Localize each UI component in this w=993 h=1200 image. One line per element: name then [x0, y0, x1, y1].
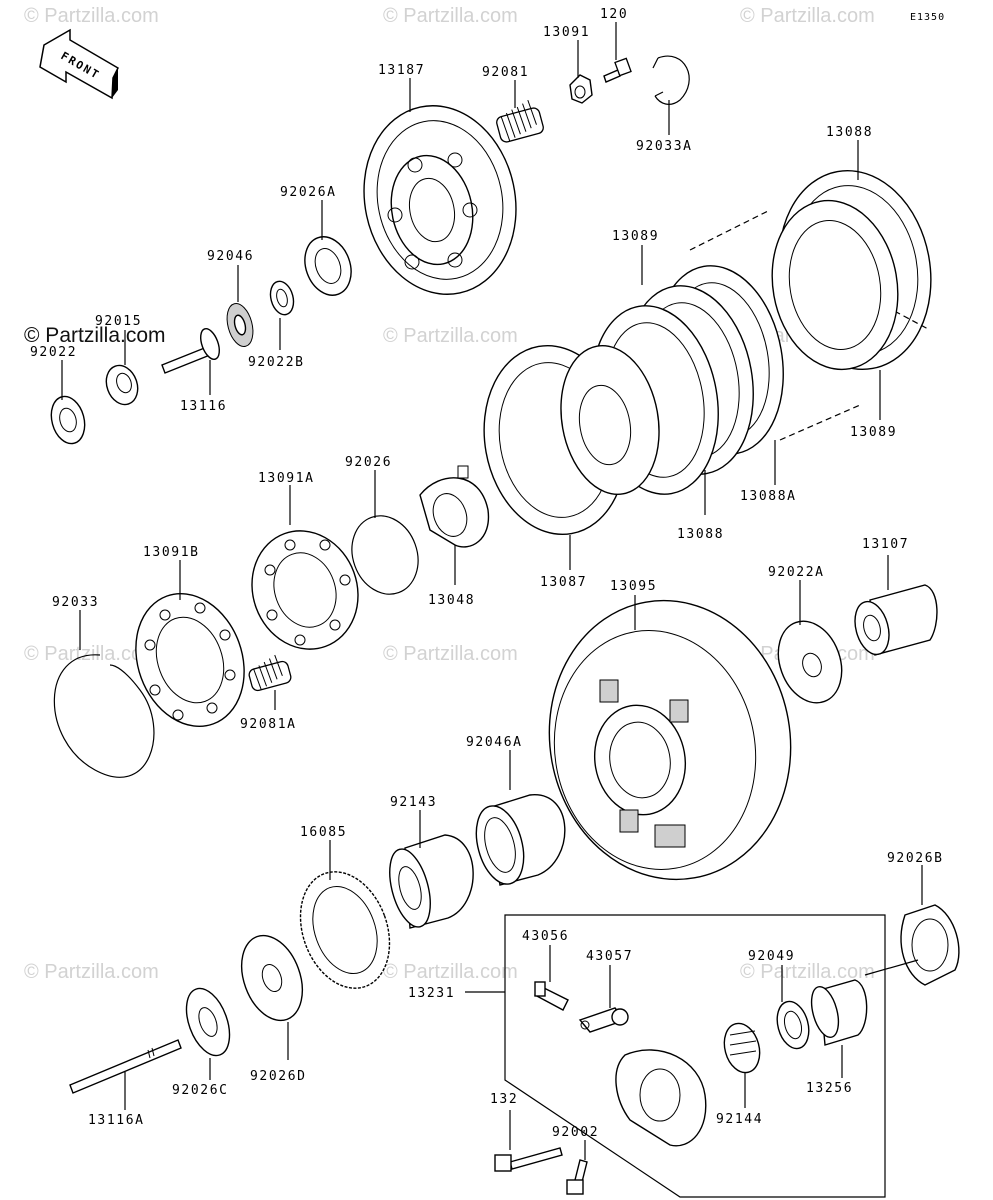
guide-13048: [419, 465, 490, 548]
label-92022: 92022: [30, 345, 77, 360]
label-13089-right: 13089: [850, 425, 897, 440]
label-13116: 13116: [180, 399, 227, 414]
label-92046A: 92046A: [466, 735, 523, 750]
rod-13116A: [69, 1039, 182, 1094]
label-13187: 13187: [378, 63, 425, 78]
washer-92026C: [185, 987, 231, 1057]
label-92026C: 92026C: [172, 1083, 229, 1098]
pressure-plate-13187: [363, 105, 517, 295]
watermarks: © Partzilla.com © Partzilla.com © Partzi…: [24, 5, 875, 983]
clutch-housing-13095: [548, 599, 792, 881]
label-13048: 13048: [428, 593, 475, 608]
assembly-box-13231: [504, 914, 886, 1198]
watermark: © Partzilla.com: [24, 5, 159, 27]
label-92026: 92026: [345, 455, 392, 470]
label-120: 120: [600, 7, 628, 22]
label-13087: 13087: [540, 575, 587, 590]
seal-92049: [776, 1000, 810, 1050]
plate-13091A: [251, 530, 359, 650]
label-92026B: 92026B: [887, 851, 944, 866]
gasket-92026B: [864, 904, 960, 986]
slave-cylinder-body: [615, 1049, 707, 1147]
label-92033A: 92033A: [636, 139, 693, 154]
label-43057: 43057: [586, 949, 633, 964]
label-13091B: 13091B: [143, 545, 200, 560]
circlip-92033A: [652, 55, 690, 105]
label-43056: 43056: [522, 929, 569, 944]
label-92046: 92046: [207, 249, 254, 264]
o-ring-92026: [351, 515, 419, 595]
label-92026D: 92026D: [250, 1069, 307, 1084]
watermark: © Partzilla.com: [383, 5, 518, 27]
label-92022A: 92022A: [768, 565, 825, 580]
bolt-132: [494, 1147, 563, 1172]
label-132: 132: [490, 1092, 518, 1107]
label-92049: 92049: [748, 949, 795, 964]
label-16085: 16085: [300, 825, 347, 840]
bolt-120: [603, 57, 632, 83]
label-13088-top: 13088: [826, 125, 873, 140]
boot-92144: [723, 1022, 761, 1074]
plate-13091B: [135, 592, 245, 728]
bleed-valve-43056: [534, 981, 569, 1011]
label-13231: 13231: [408, 986, 455, 1001]
label-92144: 92144: [716, 1112, 763, 1127]
label-92033: 92033: [52, 595, 99, 610]
label-13091A: 13091A: [258, 471, 315, 486]
watermark: © Partzilla.com: [383, 643, 518, 665]
label-13116A: 13116A: [88, 1113, 145, 1128]
clutch-hub-13087: [483, 344, 660, 536]
washer-92022: [50, 395, 86, 445]
rod-13116: [161, 328, 220, 374]
label-92002: 92002: [552, 1125, 599, 1140]
steel-plate-13089-right: [771, 199, 899, 371]
leader-line: [689, 209, 861, 441]
watermark-dark: © Partzilla.com: [24, 324, 166, 347]
watermark: © Partzilla.com: [24, 643, 159, 665]
label-92081: 92081: [482, 65, 529, 80]
watermark: © Partzilla.com: [740, 5, 875, 27]
spring-92081: [496, 99, 544, 143]
washer-92026A: [304, 236, 352, 296]
label-13091: 13091: [543, 25, 590, 40]
label-92081A: 92081A: [240, 717, 297, 732]
spring-92081A: [248, 654, 292, 692]
watermark: © Partzilla.com: [383, 961, 518, 983]
gear-16085: [299, 871, 391, 989]
watermark: © Partzilla.com: [24, 961, 159, 983]
label-92015: 92015: [95, 314, 142, 329]
label-13088-bottom: 13088: [677, 527, 724, 542]
collar-13091: [569, 74, 593, 104]
washer-92026D: [240, 934, 304, 1022]
label-13089-top: 13089: [612, 229, 659, 244]
label-13088A: 13088A: [740, 489, 797, 504]
bearing-92046: [226, 303, 254, 347]
label-13095: 13095: [610, 579, 657, 594]
label-13107: 13107: [862, 537, 909, 552]
nut-92015: [105, 364, 139, 406]
sleeve-13107: [854, 584, 938, 656]
watermark: © Partzilla.com: [383, 325, 518, 347]
part-labels: 13187 92081 13091 120 92033A 92026A 9204…: [30, 7, 944, 1140]
bolt-92002: [566, 1159, 588, 1195]
label-92143: 92143: [390, 795, 437, 810]
cap-43057: [578, 1007, 629, 1033]
front-arrow-icon: FRONT: [39, 28, 119, 100]
diagram-code: E1350: [910, 12, 945, 23]
piston-13256: [810, 979, 868, 1046]
label-92022B: 92022B: [248, 355, 305, 370]
bearing-92046A: [475, 794, 566, 886]
watermark: © Partzilla.com: [740, 961, 875, 983]
washer-92022B: [269, 280, 295, 316]
circlip-92033: [53, 654, 155, 778]
washer-92022A: [777, 620, 843, 704]
sleeve-92143: [389, 834, 474, 929]
label-13256: 13256: [806, 1081, 853, 1096]
leader-lines: [61, 22, 923, 1160]
label-92026A: 92026A: [280, 185, 337, 200]
